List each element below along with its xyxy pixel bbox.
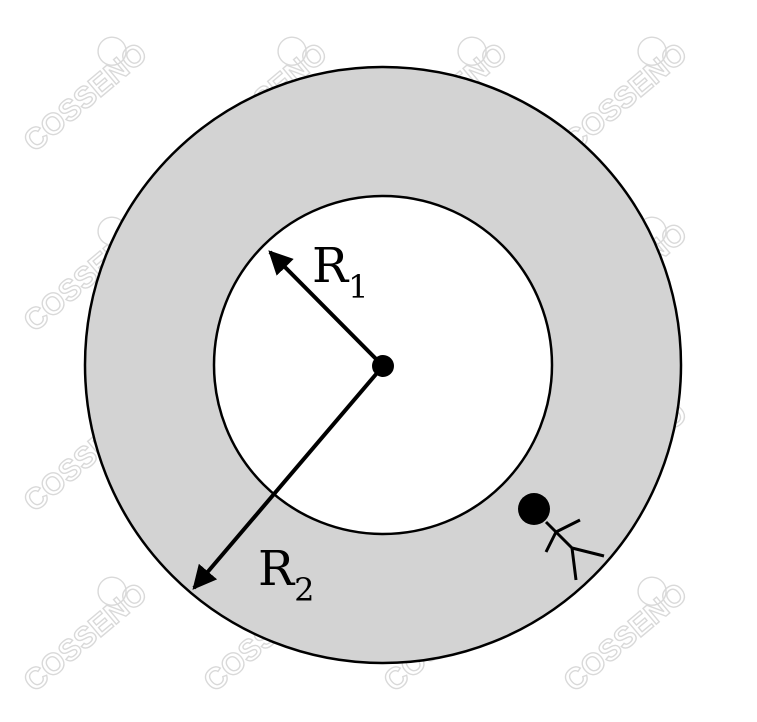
watermark-loop <box>277 36 307 66</box>
watermark-text: COSSENO <box>558 577 694 699</box>
label-r1-sub: 1 <box>348 268 368 306</box>
stick-figure <box>518 493 605 581</box>
label-r2-main: R <box>258 541 296 597</box>
watermark-tile: COSSENO <box>17 576 155 699</box>
watermark-loop <box>97 36 127 66</box>
radius-r1-arrow <box>268 250 385 368</box>
stick-figure-leg-right <box>571 546 605 558</box>
label-r2-sub: 2 <box>294 571 314 609</box>
watermark-tile: COSSENO <box>17 36 155 159</box>
stick-figure-leg-left <box>570 547 578 581</box>
stick-figure-body <box>544 520 574 550</box>
stick-figure-arm-left <box>544 531 558 553</box>
label-r1-main: R <box>312 238 350 294</box>
stick-figure-head <box>518 493 550 525</box>
label-r2: R2 <box>258 541 315 609</box>
center-point <box>372 355 394 377</box>
radius-r2-arrow <box>192 364 385 590</box>
watermark-loop <box>637 36 667 66</box>
stick-figure-arm-right <box>555 518 581 534</box>
watermark-text: COSSENO <box>18 577 154 699</box>
watermark-loop <box>97 576 127 606</box>
watermark-loop <box>457 36 487 66</box>
watermark-loop <box>637 576 667 606</box>
label-r1: R1 <box>312 238 369 306</box>
watermark-text: COSSENO <box>18 37 154 159</box>
